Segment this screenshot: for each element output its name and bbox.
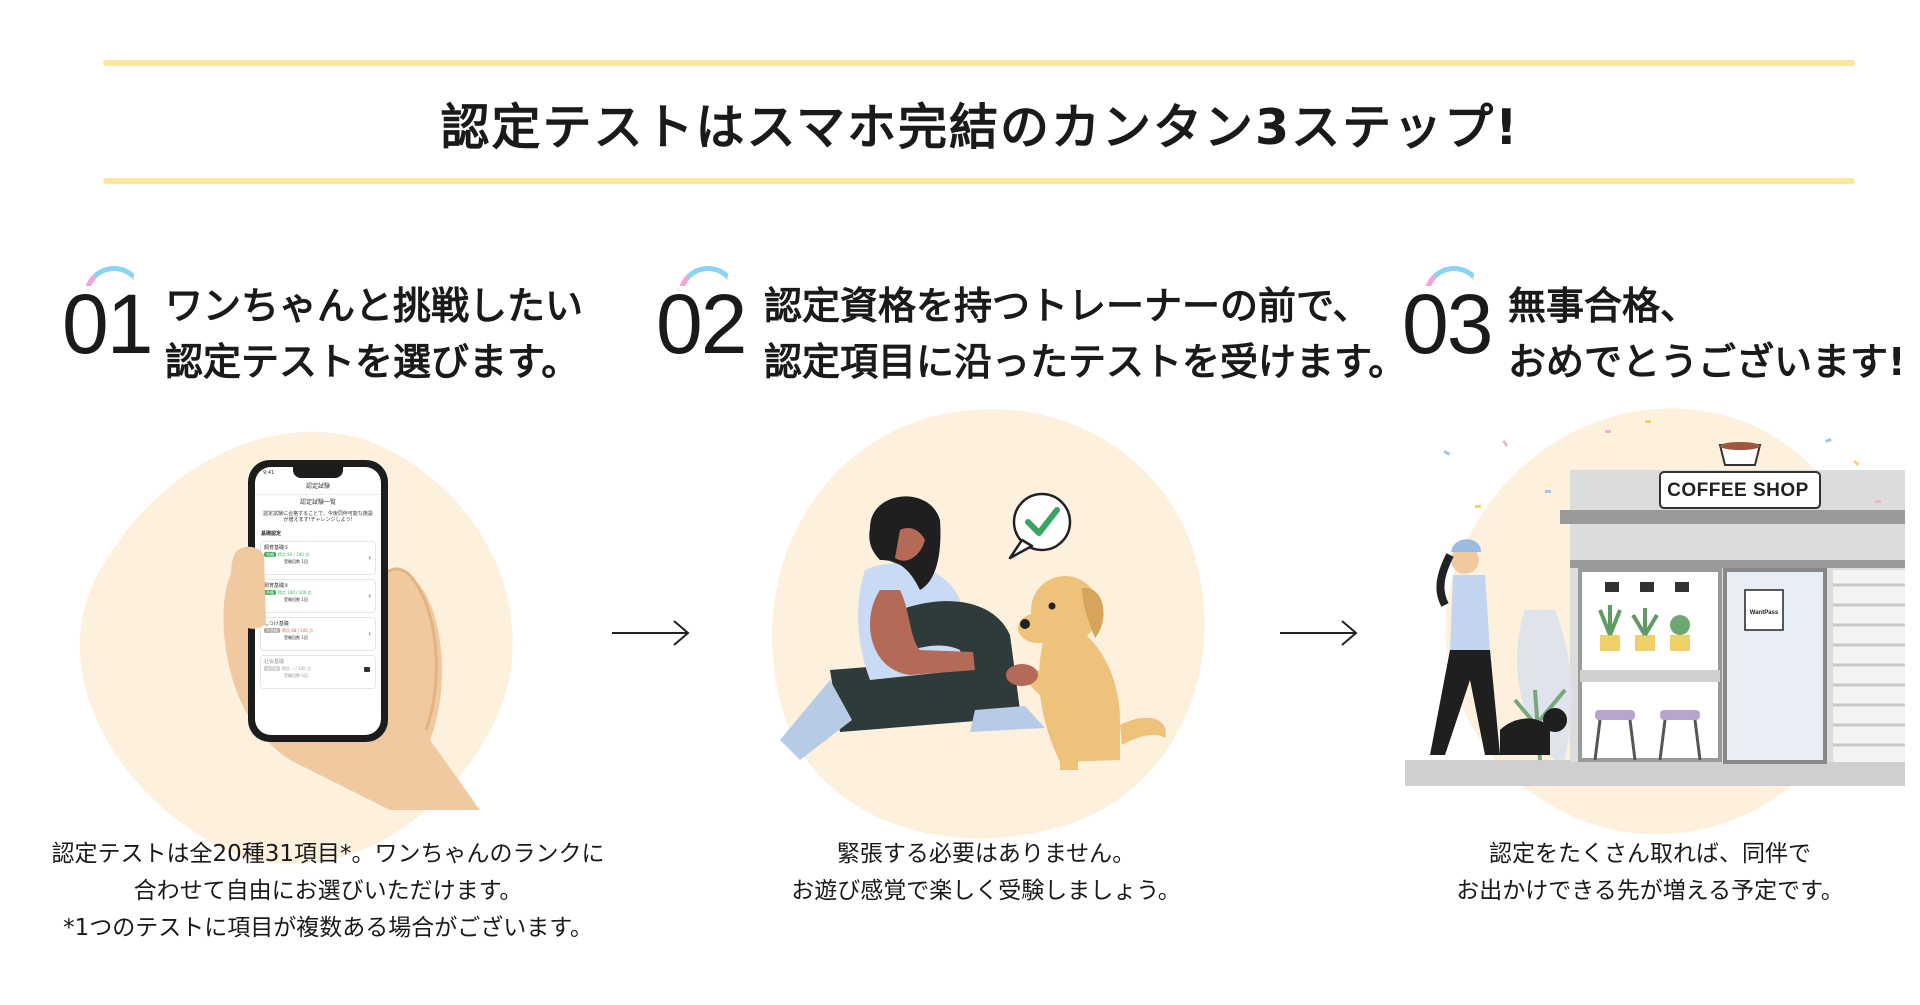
pass-badge: 合格 (264, 590, 276, 596)
phone-notch (293, 467, 343, 478)
test-detail: 受験回数 0回 (284, 672, 308, 678)
step-number: 02 (656, 277, 747, 371)
step-description: 認定テストは全20種31項目*。ワンちゃんのランクに 合わせて自由にお選びいただ… (0, 836, 656, 947)
status-time: 9:41 (263, 470, 275, 476)
untaken-badge: 未受験 (264, 666, 280, 672)
step-number: 01 (62, 277, 153, 371)
arrow-right-icon (1280, 620, 1358, 646)
test-detail: 受験回数 1回 (284, 596, 308, 602)
test-name: 飼育基礎① (264, 545, 289, 551)
step-description: 緊張する必要はありません。 お遊び感覚で楽しく受験しましょう。 (706, 836, 1266, 910)
coffee-shop-illustration (1405, 420, 1905, 786)
rainbow-arc-icon (1424, 266, 1474, 286)
test-score: 得点 -- / 100 点 (281, 666, 311, 672)
step-heading-line: ワンちゃんと挑戦したい (165, 284, 584, 328)
test-score: 得点 48 / 100 点 (281, 628, 314, 634)
screen-header: 認定試験 (255, 483, 381, 495)
test-card[interactable]: 飼育基礎② 合格 得点 100 / 100 点 受験回数 1回 › (260, 579, 376, 613)
step-number: 03 (1402, 277, 1493, 371)
step-description-line: お出かけできる先が増える予定です。 (1456, 878, 1844, 904)
shop-sign: COFFEE SHOP (1667, 480, 1809, 501)
chevron-right-icon: › (368, 554, 371, 562)
trainer-dog-illustration (780, 492, 1166, 770)
step-heading: ワンちゃんと挑戦したい 認定テストを選びます。 (165, 278, 583, 390)
step-description-line: お遊び感覚で楽しく受験しましょう。 (791, 878, 1181, 904)
test-score: 得点 84 / 100 点 (277, 552, 310, 558)
test-card[interactable]: 飼育基礎① 合格 得点 84 / 100 点 受験回数 1回 › (260, 541, 376, 575)
title-rule-bottom (103, 178, 1855, 184)
step-heading: 認定資格を持つトレーナーの前で、 認定項目に沿ったテストを受けます。 (764, 278, 1406, 390)
fail-badge: 不合格 (264, 628, 280, 634)
test-detail: 受験回数 1回 (284, 634, 308, 640)
list-intro: 認定試験に合格することで、今後同伴可能な施設が増えます!チャレンジしよう! (263, 511, 373, 524)
arrow-right-icon (612, 620, 690, 646)
test-name: しつけ基礎 (264, 621, 289, 627)
step-description-line: 認定テストは全20種31項目*。ワンちゃんのランクに (51, 841, 605, 867)
thumb-illustration (230, 546, 266, 629)
step-description-line: 合わせて自由にお選びいただけます。 (133, 878, 523, 904)
step-description: 認定をたくさん取れば、同伴で お出かけできる先が増える予定です。 (1380, 836, 1920, 910)
lock-icon (364, 667, 370, 672)
title-rule-top (103, 60, 1855, 66)
shop-poster: WantPass (1749, 610, 1779, 616)
step-description-line: 認定をたくさん取れば、同伴で (1489, 841, 1811, 867)
list-title: 認定試験一覧 (299, 499, 336, 506)
test-detail: 受験回数 1回 (284, 558, 308, 564)
step-heading-line: 認定資格を持つトレーナーの前で、 (764, 284, 1371, 328)
step-description-line: *1つのテストに項目が複数ある場合がございます。 (63, 915, 593, 941)
page-title: 認定テストはスマホ完結のカンタン3ステップ! (440, 99, 1520, 156)
chevron-right-icon: › (368, 592, 371, 600)
rainbow-arc-icon (84, 266, 134, 286)
test-name: 飼育基礎② (264, 583, 289, 589)
smartphone: 9:41 認定試験 認定試験一覧 認定試験に合格することで、今後同伴可能な施設が… (248, 460, 388, 742)
test-name: 社会基礎 (264, 659, 285, 665)
test-card[interactable]: しつけ基礎 不合格 得点 48 / 100 点 受験回数 1回 › (260, 617, 376, 651)
section-label: 基礎認定 (261, 531, 282, 537)
step-heading: 無事合格、 おめでとうございます! (1508, 278, 1905, 390)
pass-badge: 合格 (264, 552, 276, 558)
step-heading-line: 認定テストを選びます。 (165, 340, 580, 384)
test-score: 得点 100 / 100 点 (277, 590, 312, 596)
step-heading-line: 無事合格、 (1508, 284, 1699, 328)
step-description-line: 緊張する必要はありません。 (836, 841, 1136, 867)
rainbow-arc-icon (678, 266, 728, 286)
chevron-right-icon: › (368, 630, 371, 638)
step-heading-line: おめでとうございます! (1508, 340, 1906, 384)
test-card[interactable]: 社会基礎 未受験 得点 -- / 100 点 受験回数 0回 (260, 655, 376, 689)
step-heading-line: 認定項目に沿ったテストを受けます。 (764, 340, 1407, 384)
